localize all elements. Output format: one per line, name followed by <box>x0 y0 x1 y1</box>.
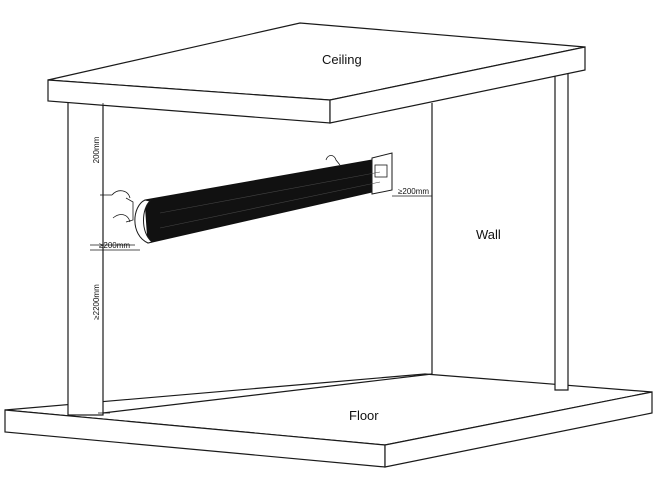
dimension-side-left <box>90 244 140 251</box>
side-clearance-right-label: ≥200mm <box>398 187 429 196</box>
ceiling-label: Ceiling <box>322 52 362 67</box>
ceiling-slab <box>47 22 586 124</box>
back-wall <box>102 100 433 414</box>
heater <box>111 152 393 244</box>
heater-display <box>374 164 388 178</box>
floor-height-label: ≥2200mm <box>92 284 101 320</box>
dimension-ceiling <box>100 103 112 196</box>
wall-label: Wall <box>476 227 501 242</box>
floor-label: Floor <box>349 408 379 423</box>
ceiling-clearance-label: 200mm <box>92 136 101 163</box>
right-column <box>554 72 569 391</box>
mount-bracket-left <box>111 190 134 223</box>
heater-body <box>144 157 393 244</box>
mount-bracket-right <box>325 155 341 166</box>
floor-slab <box>4 373 653 468</box>
heater-end-cap-left <box>134 199 154 244</box>
dimension-floor-height <box>98 252 110 414</box>
side-clearance-left-label: ≥200mm <box>99 241 130 250</box>
